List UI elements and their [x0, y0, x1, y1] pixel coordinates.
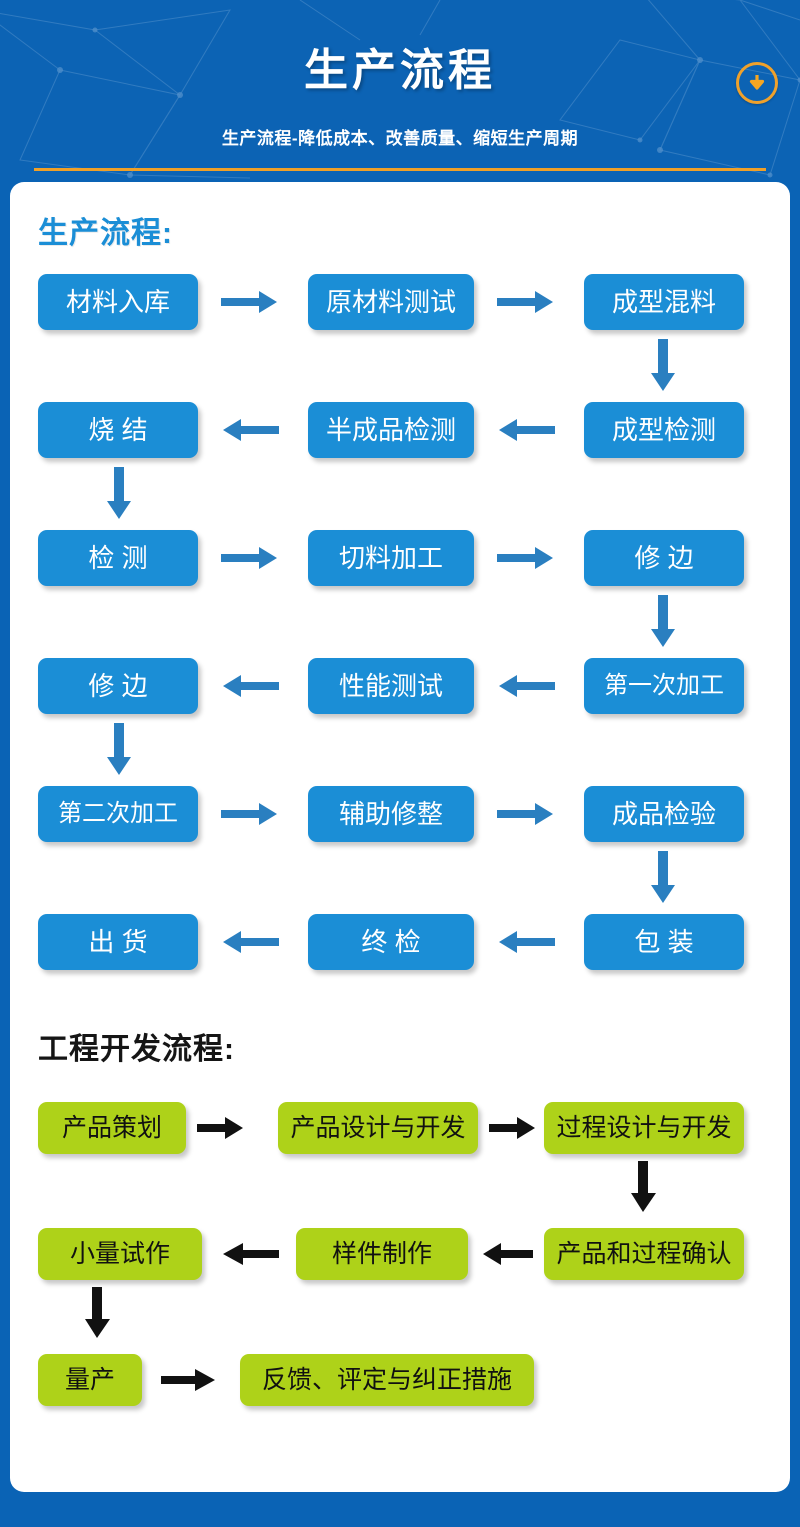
node-p7[interactable]: 检 测 — [38, 530, 198, 586]
arrow-down-p12-p13 — [106, 722, 136, 780]
engineering-section-heading: 工程开发流程: — [38, 1033, 235, 1066]
node-label: 过程设计与开发 — [556, 1113, 732, 1142]
node-label: 修 边 — [634, 543, 694, 573]
node-p10[interactable]: 第一次加工 — [584, 658, 744, 714]
arrow-down-p15-p16 — [650, 850, 680, 908]
node-label: 修 边 — [88, 671, 148, 701]
node-p13[interactable]: 第二次加工 — [38, 786, 198, 842]
arrow-right-p2-p3 — [496, 290, 558, 316]
arrow-right-p8-p9 — [496, 546, 558, 572]
header-divider — [34, 168, 766, 171]
node-e4[interactable]: 产品和过程确认 — [544, 1228, 744, 1280]
arrow-right-p1-p2 — [220, 290, 282, 316]
node-e6[interactable]: 小量试作 — [38, 1228, 202, 1280]
page-subtitle: 生产流程-降低成本、改善质量、缩短生产周期 — [221, 129, 579, 148]
node-p16[interactable]: 包 装 — [584, 914, 744, 970]
node-e7[interactable]: 量产 — [38, 1354, 142, 1406]
node-label: 反馈、评定与纠正措施 — [261, 1365, 512, 1394]
arrow-right-e1-e2 — [196, 1116, 248, 1142]
node-p11[interactable]: 性能测试 — [308, 658, 474, 714]
page-title: 生产流程 — [304, 46, 496, 95]
node-label: 成型混料 — [611, 287, 716, 317]
node-label: 产品和过程确认 — [556, 1239, 732, 1268]
arrow-down-e3-e4 — [630, 1160, 660, 1216]
node-p12[interactable]: 修 边 — [38, 658, 198, 714]
node-e8[interactable]: 反馈、评定与纠正措施 — [240, 1354, 534, 1406]
node-label: 成型检测 — [611, 415, 716, 445]
arrow-down-p3-p4 — [650, 338, 680, 396]
node-label: 第一次加工 — [604, 672, 724, 699]
node-p15[interactable]: 成品检验 — [584, 786, 744, 842]
content-card: 生产流程: 材料入库 原材料测试 成型混料 成型检测 半成品检测 — [10, 182, 790, 1492]
node-p6[interactable]: 烧 结 — [38, 402, 198, 458]
node-label: 性能测试 — [338, 671, 443, 701]
node-label: 切料加工 — [338, 543, 443, 573]
node-p5[interactable]: 半成品检测 — [308, 402, 474, 458]
node-p18[interactable]: 出 货 — [38, 914, 198, 970]
download-arrow-icon[interactable] — [736, 62, 778, 104]
arrow-right-e7-e8 — [160, 1368, 222, 1394]
production-section-heading: 生产流程: — [38, 217, 173, 250]
node-label: 产品策划 — [61, 1113, 162, 1142]
arrow-right-p7-p8 — [220, 546, 282, 572]
node-p2[interactable]: 原材料测试 — [308, 274, 474, 330]
node-p14[interactable]: 辅助修整 — [308, 786, 474, 842]
node-label: 产品设计与开发 — [290, 1113, 466, 1142]
node-p8[interactable]: 切料加工 — [308, 530, 474, 586]
page-header: 生产流程 生产流程-降低成本、改善质量、缩短生产周期 — [0, 0, 800, 180]
arrow-left-e4-e5 — [482, 1242, 538, 1268]
node-label: 样件制作 — [331, 1239, 432, 1268]
node-label: 材料入库 — [65, 287, 170, 317]
node-e3[interactable]: 过程设计与开发 — [544, 1102, 744, 1154]
node-label: 原材料测试 — [325, 287, 456, 317]
arrow-left-p5-p6 — [222, 418, 284, 444]
node-p1[interactable]: 材料入库 — [38, 274, 198, 330]
arrow-right-p13-p14 — [220, 802, 282, 828]
node-label: 终 检 — [361, 927, 421, 957]
arrow-down-p6-p7 — [106, 466, 136, 524]
node-label: 半成品检测 — [325, 415, 456, 445]
node-e5[interactable]: 样件制作 — [296, 1228, 468, 1280]
node-label: 辅助修整 — [338, 799, 443, 829]
node-e1[interactable]: 产品策划 — [38, 1102, 186, 1154]
node-label: 烧 结 — [88, 415, 148, 445]
node-e2[interactable]: 产品设计与开发 — [278, 1102, 478, 1154]
arrow-down-e6-e7 — [84, 1286, 114, 1342]
node-label: 成品检验 — [611, 799, 716, 829]
arrow-left-p16-p17 — [498, 930, 560, 956]
arrow-left-p10-p11 — [498, 674, 560, 700]
arrow-down-p9-p10 — [650, 594, 680, 652]
node-p17[interactable]: 终 检 — [308, 914, 474, 970]
arrow-left-p4-p5 — [498, 418, 560, 444]
node-label: 检 测 — [88, 543, 148, 573]
node-label: 包 装 — [634, 927, 694, 957]
arrow-right-e2-e3 — [488, 1116, 540, 1142]
node-p9[interactable]: 修 边 — [584, 530, 744, 586]
node-label: 出 货 — [88, 927, 148, 957]
node-p3[interactable]: 成型混料 — [584, 274, 744, 330]
node-label: 小量试作 — [69, 1239, 170, 1268]
node-label: 第二次加工 — [58, 800, 178, 827]
network-pattern-background — [0, 0, 800, 179]
arrow-left-p17-p18 — [222, 930, 284, 956]
arrow-left-p11-p12 — [222, 674, 284, 700]
node-label: 量产 — [64, 1365, 115, 1394]
arrow-left-e5-e6 — [222, 1242, 284, 1268]
arrow-right-p14-p15 — [496, 802, 558, 828]
node-p4[interactable]: 成型检测 — [584, 402, 744, 458]
